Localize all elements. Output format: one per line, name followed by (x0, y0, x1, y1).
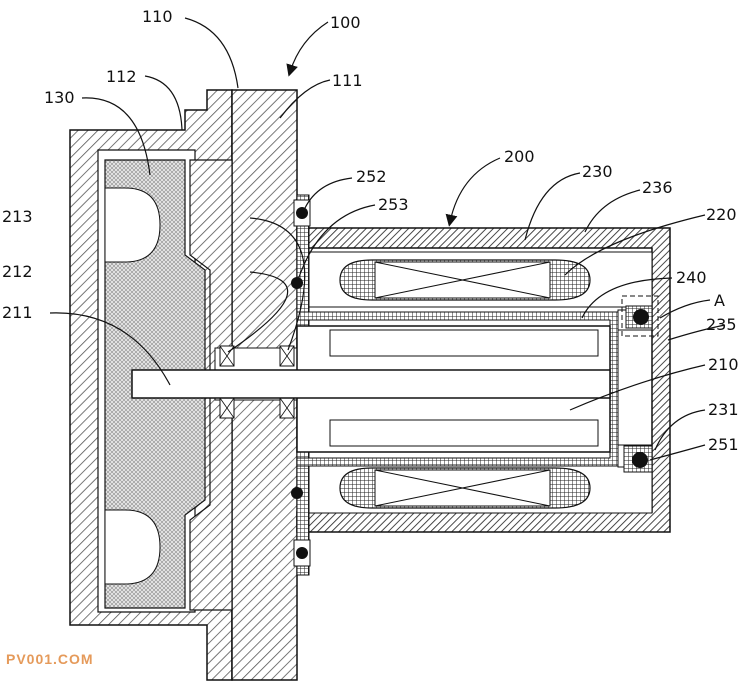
label-100: 100 (330, 13, 361, 32)
seal-253 (291, 277, 303, 289)
label-235: 235 (706, 315, 737, 334)
label-230: 230 (582, 162, 613, 181)
callouts: 110 100 112 111 130 200 252 230 236 253 … (2, 7, 739, 454)
label-111: 111 (332, 71, 363, 90)
label-253: 253 (378, 195, 409, 214)
label-220: 220 (706, 205, 737, 224)
label-231: 231 (708, 400, 739, 419)
label-213: 213 (2, 207, 33, 226)
watermark: PV001.COM (6, 651, 94, 667)
label-110: 110 (142, 7, 173, 26)
label-200: 200 (504, 147, 535, 166)
seal-251 (623, 445, 653, 473)
seal-A (621, 295, 659, 337)
stator-winding-upper-220 (308, 251, 653, 308)
label-112: 112 (106, 67, 137, 86)
seal-lower-left (291, 487, 311, 567)
label-211: 211 (2, 303, 33, 322)
stator-winding-lower-220 (308, 457, 653, 514)
bearing-213 (279, 345, 295, 419)
leader-lines (49, 17, 726, 461)
label-A: A (714, 291, 725, 310)
label-251: 251 (708, 435, 739, 454)
label-236: 236 (642, 178, 673, 197)
label-240: 240 (676, 268, 707, 287)
shaft-211 (131, 369, 611, 399)
label-210: 210 (708, 355, 739, 374)
label-212: 212 (2, 262, 33, 281)
label-130: 130 (44, 88, 75, 107)
label-252: 252 (356, 167, 387, 186)
